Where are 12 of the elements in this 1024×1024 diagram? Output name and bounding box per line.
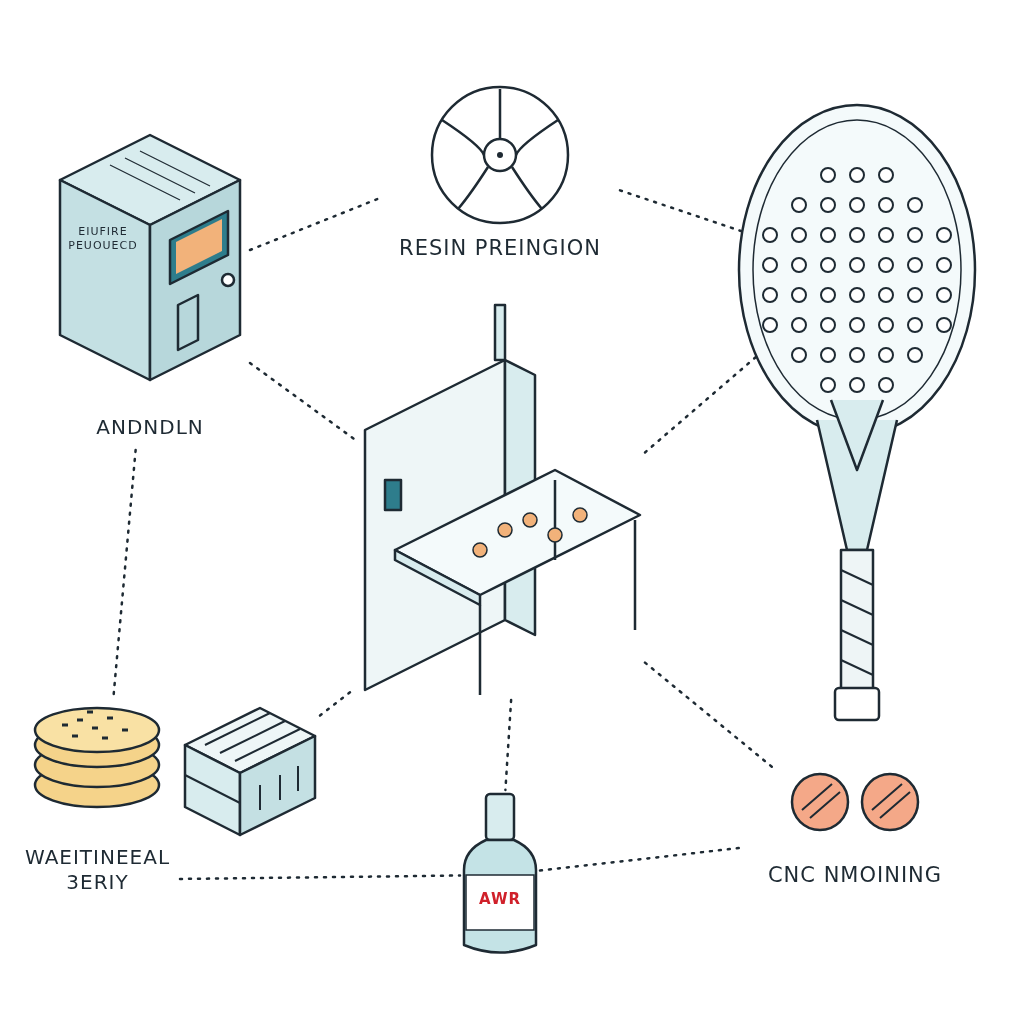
drawing-label: RESIN PREINGION: [398, 235, 602, 262]
bottle-label-text: AWR: [478, 890, 522, 909]
dotted-connector: [643, 355, 757, 454]
drawing-label: ANDNDLN: [95, 415, 205, 440]
drawing-label: WAEITINEEAL 3ERIY: [23, 845, 172, 895]
dotted-connector: [618, 189, 743, 233]
dotted-connector: [178, 874, 462, 881]
dotted-connector: [248, 361, 357, 441]
panel-text: EIUFIRE PEUOUECD: [67, 225, 139, 253]
drawing-label: CNC NMOINING: [766, 862, 944, 889]
dotted-connector: [504, 698, 513, 792]
dotted-connector: [538, 846, 742, 872]
